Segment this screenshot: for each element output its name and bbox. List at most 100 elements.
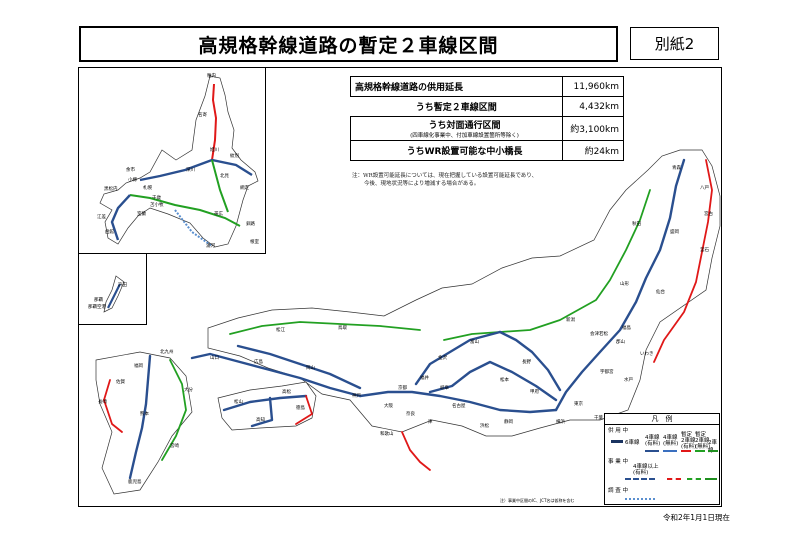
table-row: うち暫定２車線区間 4,432km (350, 96, 624, 117)
tohoku-coast-road (653, 159, 713, 363)
city-label: 余市 (126, 168, 135, 173)
city-label: 旭川 (210, 148, 219, 153)
attachment-label: 別紙2 (630, 27, 719, 60)
city-label: 奈良 (406, 412, 415, 417)
city-label: 松本 (500, 378, 509, 383)
sanin-road (229, 321, 421, 335)
legend-line-construction-interim (667, 478, 681, 480)
stats-table: 高規格幹線道路の供用延長 11,960km うち暫定２車線区間 4,432km … (350, 76, 624, 161)
legend-four-plus-toll: 4車線以上 (有料) (633, 464, 659, 476)
note-line: 注：WR設置可能延長については、現在把握している設置可能延長であり、 (352, 173, 538, 179)
kanetsu-joshinetsu (498, 330, 562, 392)
legend-line-construction-two-lane (705, 478, 717, 480)
legend-box: 凡 例 供 用 中 6車線 4車線 (有料) 4車線 (無料) 暫定 2車線 (… (604, 413, 720, 505)
city-label: 小樽 (128, 178, 137, 183)
city-label: 熊本 (140, 412, 149, 417)
kyushu-east (161, 359, 187, 461)
okinawa-inset-map (103, 275, 125, 313)
city-label: 那覇 (94, 298, 103, 303)
city-label: 鹿児島 (128, 480, 142, 485)
city-label: 佐賀 (116, 380, 125, 385)
mainland-landmass (95, 149, 721, 495)
city-label: 高松 (282, 390, 291, 395)
legend-line-construction-interim-free (687, 478, 701, 480)
city-label: 福井 (420, 376, 429, 381)
city-label: 網走 (240, 186, 249, 191)
hokkaido-road-central (139, 158, 253, 182)
legend-four-lane-toll: 4車線 (有料) (645, 435, 661, 447)
hokkaido-road-north (211, 83, 218, 161)
hokkaido-inset-frame (78, 67, 266, 254)
kyushu-west (103, 379, 123, 433)
city-label: 鳥取 (338, 326, 347, 331)
city-label: 福島 (622, 326, 631, 331)
city-label: 仙台 (656, 290, 665, 295)
stat-label: うち対面通行区間 (428, 121, 501, 131)
honshu-landmass (207, 149, 721, 437)
city-label: 釧路 (246, 222, 255, 227)
city-label: 北九州 (160, 350, 174, 355)
table-row: 高規格幹線道路の供用延長 11,960km (350, 76, 624, 97)
tohoku-expressway (554, 158, 686, 412)
city-label: 東京 (574, 402, 583, 407)
footnote-small: 注）事業中区間のIC、JCT名は仮称を含む (500, 498, 575, 503)
city-label: 根室 (250, 240, 259, 245)
city-label: 静岡 (504, 420, 513, 425)
hokkaido-road-south (129, 194, 241, 227)
city-label: 和歌山 (380, 432, 394, 437)
city-label: 甲府 (530, 390, 539, 395)
city-label: 浜松 (480, 424, 489, 429)
stat-label: 高規格幹線道路の供用延長 (350, 76, 563, 97)
city-label: 郡山 (616, 340, 625, 345)
city-label: 北見 (220, 174, 229, 179)
legend-line-two-lane (708, 450, 718, 452)
city-label: 函館 (105, 230, 114, 235)
stat-label: うちWR設置可能な中小橋長 (350, 140, 563, 161)
hokkaido-road-east (211, 159, 229, 213)
hokkaido-inset-map (99, 75, 259, 248)
legend-line-construction (625, 478, 655, 480)
stat-sublabel: (四車線化事業中、付加車線設置箇所等除く) (410, 133, 519, 139)
city-label: 津 (428, 420, 433, 425)
chuo-expressway (428, 360, 558, 402)
stat-value: 約24km (562, 140, 624, 161)
city-label: 岡山 (306, 366, 315, 371)
tomei-meishin (358, 390, 558, 414)
city-label: 松山 (234, 400, 243, 405)
legend-interim-free: 暫定 2車線 (無料) (695, 432, 711, 450)
city-label: 山形 (620, 282, 629, 287)
okinawa-road (107, 283, 121, 309)
legend-line-six-lane (611, 440, 623, 443)
city-label: 釜石 (700, 248, 709, 253)
date-label: 令和2年1月1日現在 (663, 513, 730, 522)
hokkaido-roads (110, 83, 253, 247)
city-label: 福岡 (134, 364, 143, 369)
city-label: 深川 (186, 168, 195, 173)
city-label: 宮崎 (170, 444, 179, 449)
city-label: 京都 (398, 386, 407, 391)
note-text: 注：WR設置可能延長については、現在把握している設置可能延長であり、 今後、現地… (352, 172, 592, 188)
japan-sea-coast-road (443, 189, 651, 341)
stat-value: 4,432km (562, 96, 624, 117)
city-label: 浦河 (206, 244, 215, 249)
map-frame (78, 67, 722, 507)
city-label: 苫小牧 (150, 203, 164, 208)
city-label: 名古屋 (452, 404, 466, 409)
stat-value: 約3,100km (562, 116, 624, 141)
legend-line-interim-toll (681, 450, 691, 452)
hokkaido-landmass (99, 75, 259, 248)
city-label: 宮古 (704, 212, 713, 217)
mainland-roads (103, 158, 713, 480)
city-label: 稚内 (207, 74, 216, 79)
legend-line-four-lane-free (663, 450, 677, 452)
legend-six-lane: 6車線 (625, 440, 640, 446)
kyushu-expressway (128, 354, 152, 480)
city-label: 広島 (254, 360, 263, 365)
legend-line-interim-free (695, 450, 705, 452)
city-label: 青森 (672, 166, 681, 171)
city-label: 岐阜 (440, 386, 449, 391)
okinawa-inset-frame (78, 254, 147, 325)
city-label: 江差 (97, 215, 106, 220)
city-label: 神戸 (352, 394, 361, 399)
